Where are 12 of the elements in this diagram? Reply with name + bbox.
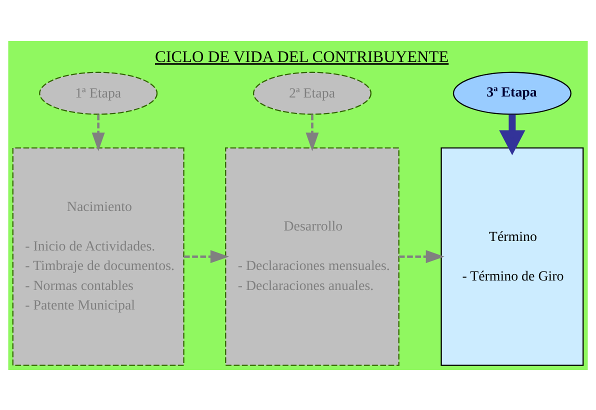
arrow [92, 114, 105, 151]
arrow [184, 250, 230, 263]
node-ellipse: 1ª Etapa [39, 71, 158, 114]
arrow [499, 114, 526, 155]
diagram-title: CICLO DE VIDA DEL CONTRIBUYENTE [155, 48, 449, 66]
node-ellipse: 3ª Etapa [452, 71, 572, 114]
node-box: Nacimiento - Inicio de Actividades. - Timbraje de documentos. - Normas contables - Patente Municipal [12, 146, 184, 366]
node-box: Término - Término de Giro [440, 146, 584, 366]
arrow [306, 114, 319, 151]
node-box: Desarrollo - Declaraciones mensuales. - Declaraciones anuales. [225, 146, 400, 366]
arrow [398, 250, 444, 263]
node-ellipse: 2ª Etapa [252, 71, 372, 114]
